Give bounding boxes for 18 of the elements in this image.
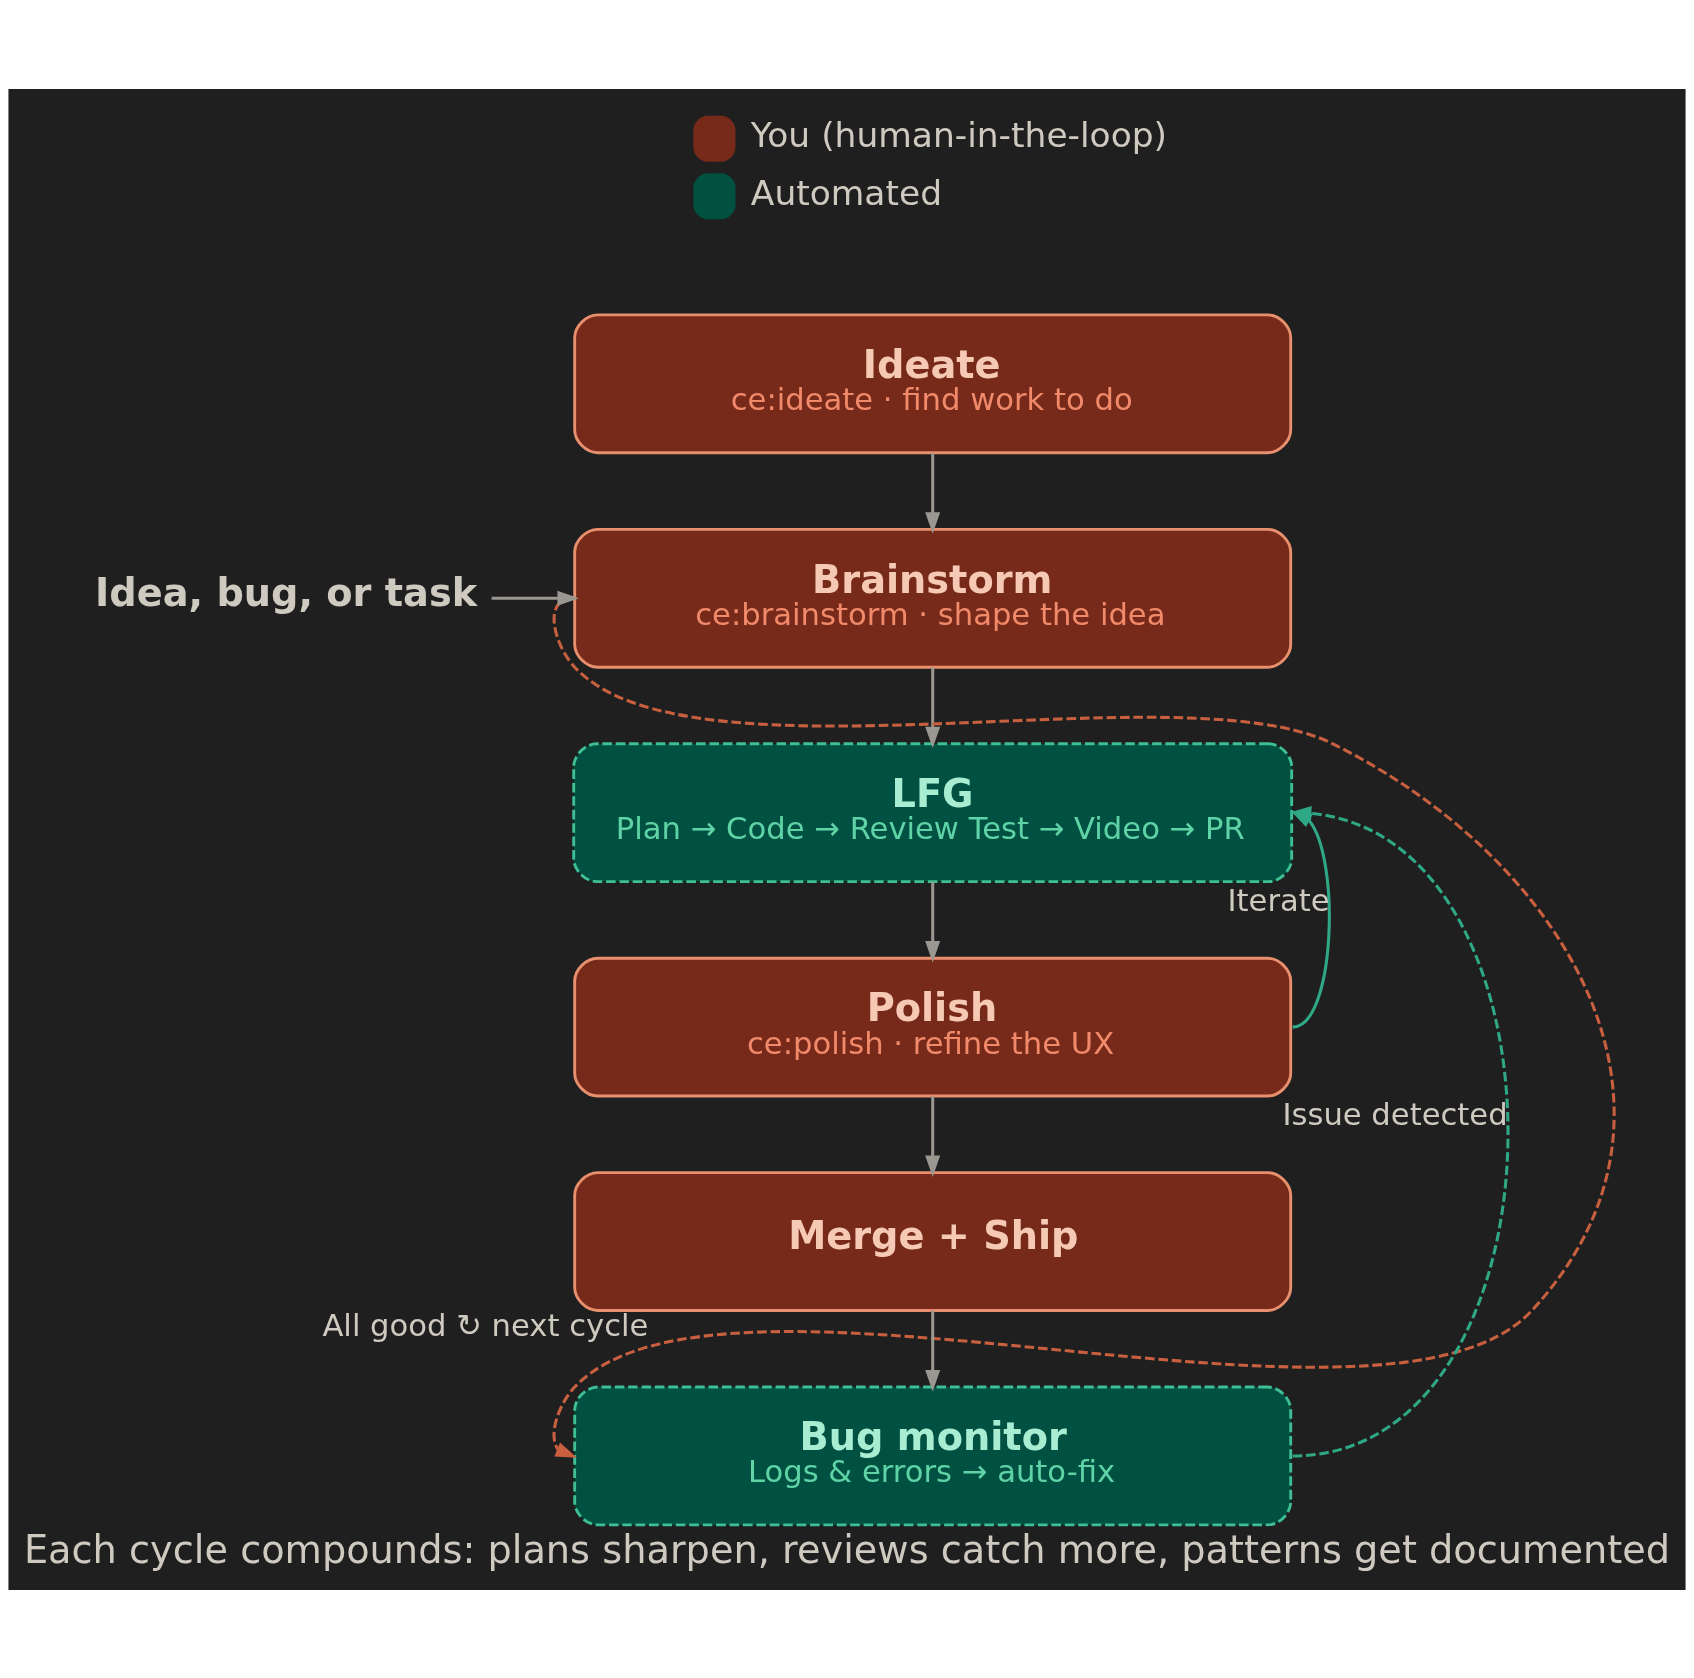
caption: Each cycle compounds: plans sharpen, reviews catch more, patterns get documented — [23, 1526, 1671, 1572]
node-box: LFG Plan → Code → Review Test → Video → PR — [572, 741, 1294, 883]
node-box: Merge + Ship — [573, 1170, 1293, 1312]
node-box: Ideate ce:ideate · find work to do — [573, 313, 1293, 454]
arrow — [925, 881, 941, 963]
arrow — [925, 666, 941, 748]
edge-label: Issue detected — [1282, 1096, 1508, 1132]
legend-label: Automated — [750, 172, 943, 213]
node-text: Idea, bug, or task — [95, 569, 478, 615]
node-box: Bug monitor Logs & errors → auto-fix — [573, 1385, 1293, 1526]
arrow — [925, 452, 941, 534]
edge-label: Iterate — [1227, 882, 1330, 918]
legend-label: You (human-in-the-loop) — [750, 114, 1168, 155]
node-box: Brainstorm ce:brainstorm · shape the idea — [573, 527, 1293, 669]
arrow — [925, 1310, 941, 1391]
arrow — [491, 590, 579, 606]
arrow — [925, 1095, 941, 1177]
node-box: Polish ce:polish · refine the UX — [573, 956, 1293, 1097]
